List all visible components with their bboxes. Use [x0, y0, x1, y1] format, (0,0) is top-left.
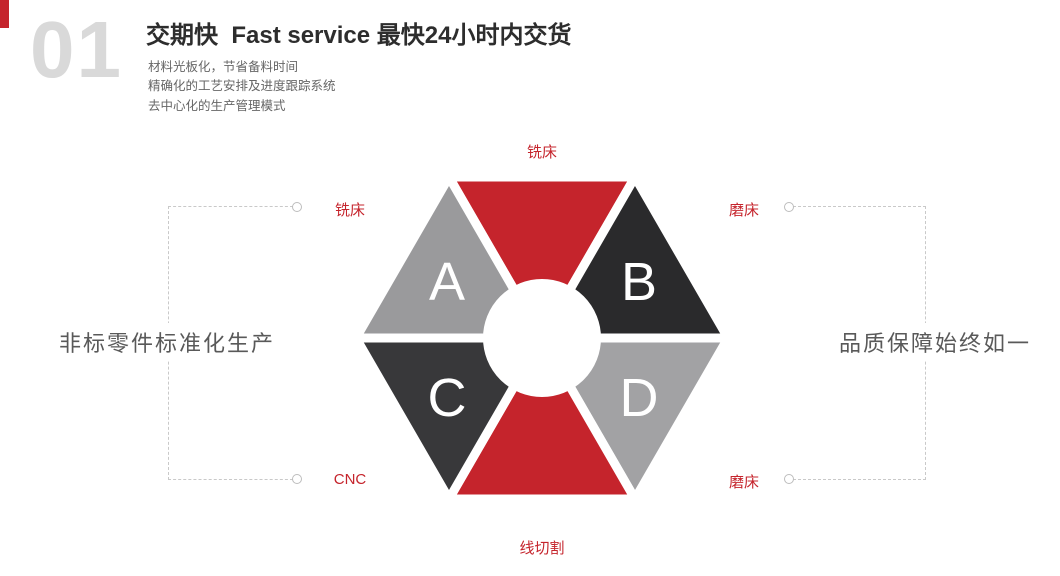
sector-letter-c: C: [428, 368, 467, 428]
sector-letter-b: B: [621, 252, 657, 312]
bullet-item: 材料光板化，节省备料时间: [148, 60, 299, 74]
sector-letter-d: D: [620, 368, 659, 428]
slide-title: 交期快 Fast service 最快24小时内交货: [146, 22, 572, 49]
label-grinding-right: 磨床: [728, 202, 759, 219]
label-wire-cutting: 线切割: [519, 540, 565, 557]
caption-left: 非标零件标准化生产: [40, 323, 294, 361]
label-cnc: CNC: [333, 471, 367, 488]
hexagon-diagram: A B C D: [352, 172, 732, 504]
hex-sector-upper-left: [352, 172, 547, 343]
label-grinding-lower: 磨床: [728, 474, 759, 491]
sector-letter-a: A: [429, 252, 465, 312]
bullet-item: 去中心化的生产管理模式: [148, 98, 286, 113]
hexagon-center-circle: [483, 279, 601, 397]
bullet-item: 精确化的工艺安排及进度跟踪系统: [148, 79, 336, 94]
connector-dot-right-top: [784, 202, 794, 212]
label-milling-top: 铣床: [526, 144, 557, 161]
label-milling-left: 铣床: [334, 202, 365, 219]
connector-dot-left-top: [292, 202, 302, 212]
corner-accent-bar: [0, 0, 9, 28]
connector-dot-right-bottom: [784, 474, 794, 484]
section-number: 01: [30, 5, 123, 94]
bullet-list: 材料光板化，节省备料时间 精确化的工艺安排及进度跟踪系统 去中心化的生产管理模式: [148, 58, 336, 116]
connector-dot-left-bottom: [292, 474, 302, 484]
caption-right: 品质保障始终如一: [808, 323, 1060, 361]
